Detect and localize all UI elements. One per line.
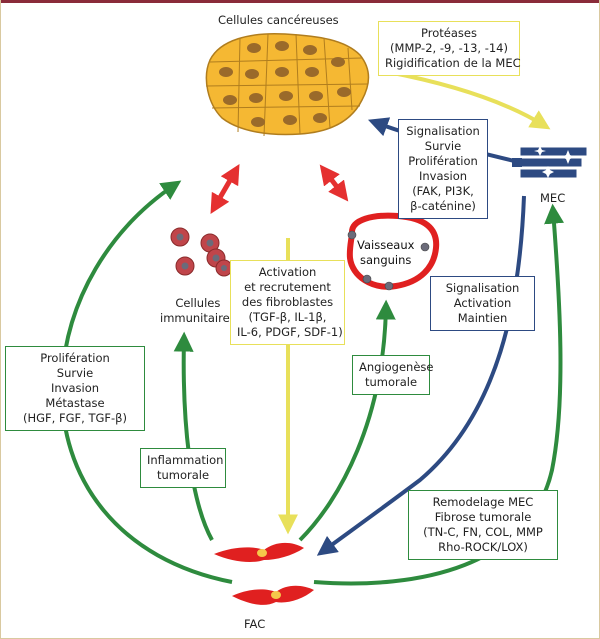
arrow-fac-immune: [173, 331, 214, 541]
ecm-label: MEC: [540, 191, 566, 205]
fac-label: FAC: [244, 617, 266, 631]
blood-vessel: [346, 212, 440, 291]
arrow-cancer-vessels: [319, 164, 349, 202]
immune-cells: [170, 227, 233, 277]
ecm-matrix: [512, 146, 588, 179]
proteases-box: Protéases(MMP-2, -9, -13, -14)Rigidifica…: [378, 21, 521, 76]
cancer-cells-label: Cellules cancéreuses: [218, 13, 339, 27]
arrow-proteases-ecm: [387, 70, 551, 130]
arrow-fac-vessels: [298, 299, 396, 542]
fibroblasts: [214, 542, 314, 605]
cancer-cells-cluster: [205, 32, 370, 137]
arrow-fac-ecm: [313, 203, 565, 586]
header-bar: [0, 0, 600, 3]
arrow-cancer-immune: [210, 163, 240, 215]
